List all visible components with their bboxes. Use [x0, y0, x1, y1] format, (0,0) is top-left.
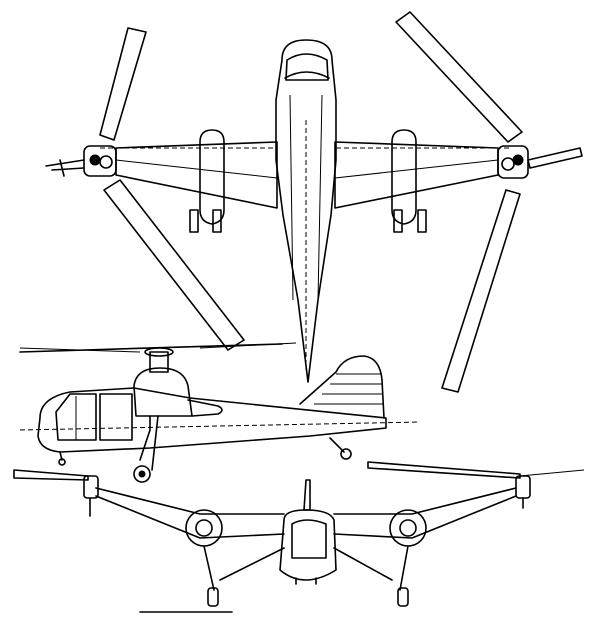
fuselage-top — [275, 39, 337, 383]
front-view — [13, 461, 585, 607]
left-outrigger — [100, 129, 278, 233]
side-view — [19, 342, 421, 483]
right-outrigger — [334, 129, 512, 233]
left-rotor-front — [83, 475, 99, 517]
right-nacelle-front — [389, 509, 427, 547]
tail-fin — [299, 355, 385, 419]
right-rotor-top — [395, 11, 583, 393]
tail-wheel-side — [340, 448, 352, 460]
left-rotor-top — [45, 27, 245, 351]
outrigger-pod-side — [133, 367, 193, 417]
right-rotor-front — [515, 475, 531, 509]
main-wheel-side — [133, 465, 151, 483]
left-nacelle-front — [185, 509, 223, 547]
top-view — [45, 11, 583, 393]
fuselage-side — [37, 387, 387, 453]
